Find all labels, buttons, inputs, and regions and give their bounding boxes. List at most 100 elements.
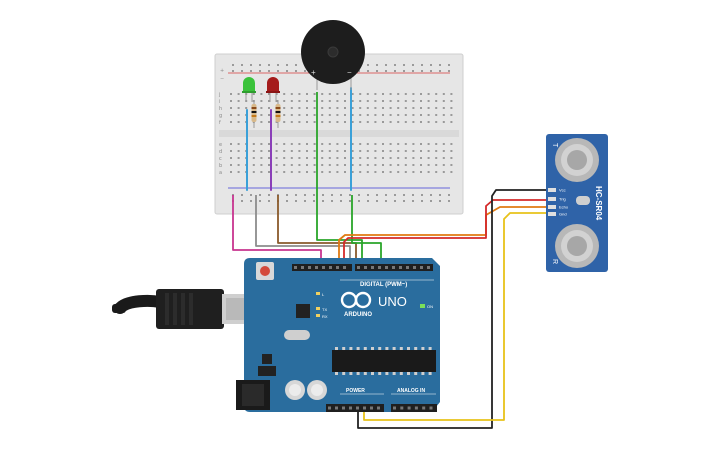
hole <box>450 100 453 102</box>
hole <box>435 93 438 95</box>
resistor-red-led[interactable] <box>275 100 281 128</box>
hole <box>392 266 395 269</box>
hole <box>268 107 270 109</box>
hole <box>268 64 270 66</box>
hole <box>268 171 270 173</box>
hole <box>427 93 430 95</box>
hole <box>406 266 409 269</box>
hole <box>414 372 418 375</box>
hole <box>450 93 453 95</box>
led-green[interactable] <box>242 77 256 102</box>
hole <box>321 114 324 116</box>
hole <box>298 114 301 116</box>
hole <box>371 372 374 375</box>
hole <box>313 143 316 145</box>
buzzer-plus-label: + <box>311 68 316 77</box>
hole <box>230 121 232 123</box>
hole <box>413 266 416 269</box>
hole <box>252 157 255 159</box>
hole <box>435 107 438 109</box>
hole <box>344 93 346 95</box>
hole <box>336 107 339 109</box>
hole <box>422 406 426 410</box>
hole <box>389 150 392 152</box>
sensor-crystal <box>576 196 590 205</box>
hole <box>313 93 316 95</box>
hole <box>427 266 430 269</box>
hole <box>277 70 279 72</box>
wire-red[interactable] <box>343 214 487 268</box>
wire-black[interactable] <box>357 189 546 429</box>
hole <box>344 171 346 173</box>
hole <box>351 164 354 166</box>
hole <box>374 143 377 145</box>
hole <box>328 121 331 123</box>
hole <box>351 107 354 109</box>
wire-red-sensor[interactable] <box>485 199 546 214</box>
hole <box>252 93 255 95</box>
hole <box>260 171 263 173</box>
hole <box>283 150 286 152</box>
hole <box>382 171 384 173</box>
hole <box>283 93 286 95</box>
hole <box>237 157 240 159</box>
on-label: ON <box>427 304 433 309</box>
hole <box>435 150 438 152</box>
hole <box>389 143 392 145</box>
hole <box>385 64 387 66</box>
hole <box>367 194 369 196</box>
hole <box>435 100 438 102</box>
hole <box>250 200 252 202</box>
wire-yellow[interactable] <box>363 212 546 421</box>
hole <box>340 194 342 196</box>
hole <box>403 200 405 202</box>
hole <box>420 121 422 123</box>
hole <box>344 157 346 159</box>
hole <box>407 406 411 410</box>
hole <box>356 406 359 410</box>
hole <box>442 157 445 159</box>
hole <box>357 266 360 269</box>
hole <box>439 70 441 72</box>
hc-sr04-sensor[interactable]: HC-SR04 T R Vcc Trig Echo Gnd <box>546 134 608 272</box>
resistor-green-led[interactable] <box>251 100 257 128</box>
hole <box>382 121 384 123</box>
hole <box>397 93 400 95</box>
hole <box>450 114 453 116</box>
hole <box>313 194 315 196</box>
hole <box>400 406 404 410</box>
hole <box>328 171 331 173</box>
hole <box>283 171 286 173</box>
hole <box>404 114 407 116</box>
hole <box>290 157 293 159</box>
wire-brown[interactable] <box>277 195 357 268</box>
wire-gray[interactable] <box>255 195 351 268</box>
hole <box>389 107 392 109</box>
hole <box>435 143 438 145</box>
hole <box>427 143 430 145</box>
hole <box>268 143 270 145</box>
hole <box>382 143 384 145</box>
led-red[interactable] <box>266 77 280 102</box>
hole <box>336 171 339 173</box>
hole <box>385 266 388 269</box>
piezo-buzzer[interactable]: + − <box>301 20 365 90</box>
hole <box>328 143 331 145</box>
hole <box>283 114 286 116</box>
hole <box>397 150 400 152</box>
tx-label: TX <box>322 307 327 312</box>
row-label: j <box>218 92 220 98</box>
hole <box>283 100 286 102</box>
hole <box>382 107 384 109</box>
hole <box>306 100 308 102</box>
hole <box>351 143 354 145</box>
hole <box>277 64 279 66</box>
hole <box>435 164 438 166</box>
hole <box>427 121 430 123</box>
hole <box>336 100 339 102</box>
sensor-pin-label: Gnd <box>559 212 567 217</box>
hole <box>321 121 324 123</box>
hole <box>420 107 422 109</box>
hole <box>342 372 346 375</box>
